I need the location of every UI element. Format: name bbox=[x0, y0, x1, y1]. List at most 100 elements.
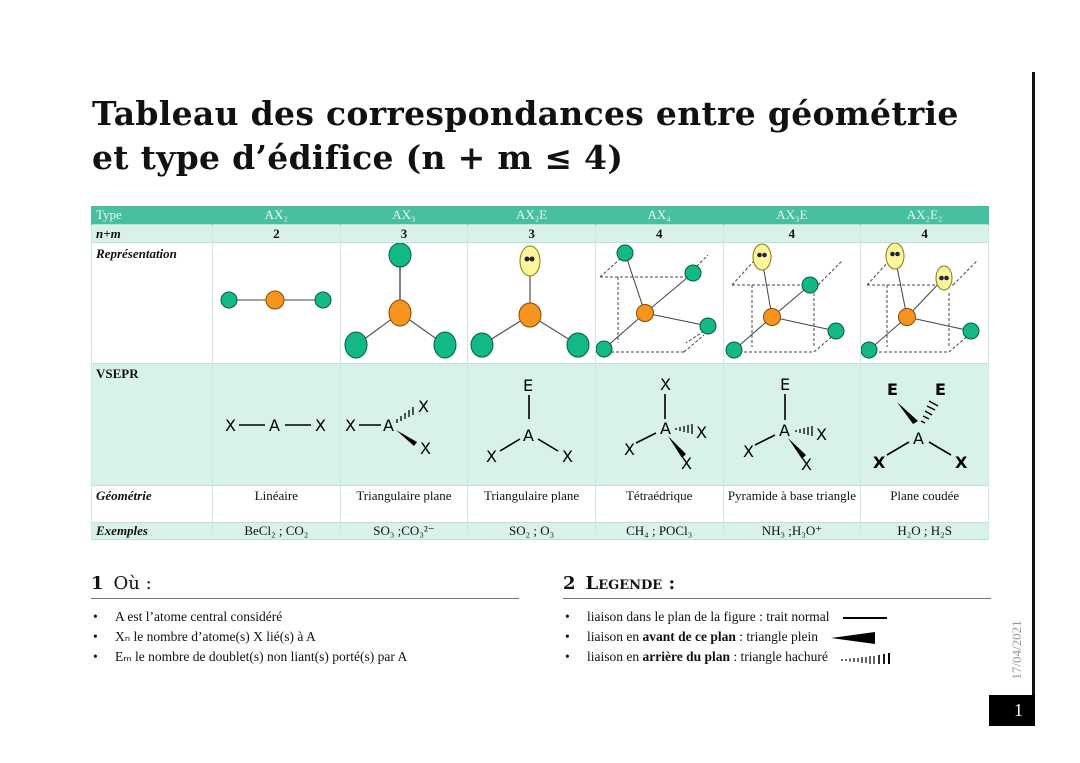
model-ax3e bbox=[722, 242, 862, 364]
geometry-cell: Pyramide à base triangle bbox=[722, 485, 862, 523]
examples-cell: SO₂ ; O₃ bbox=[467, 522, 596, 540]
list-item: A est l’atome central considéré bbox=[91, 607, 519, 627]
nm-cell: 4 bbox=[722, 224, 862, 243]
row-label-geometry: Géométrie bbox=[91, 485, 213, 523]
list-item: Eₘ le nombre de doublet(s) non liant(s) … bbox=[91, 647, 519, 667]
svg-text:E: E bbox=[523, 376, 533, 395]
molecule-trigonal-icon bbox=[344, 243, 457, 359]
vsepr-bent-tetrahedral-icon: E E A X X bbox=[873, 380, 968, 472]
table-row-vsepr: VSEPR X A X X A X X E A bbox=[91, 363, 989, 486]
type-cell: AX₄ bbox=[594, 206, 724, 225]
page-number: 1 bbox=[989, 695, 1035, 726]
geometry-cell: Triangulaire plane bbox=[467, 485, 596, 523]
vsepr-ax2: X A X bbox=[212, 363, 341, 486]
nm-cell: 3 bbox=[339, 224, 469, 243]
nm-cell: 4 bbox=[594, 224, 724, 243]
date-stamp: 17/04/2021 bbox=[1009, 620, 1024, 680]
table-row-representation: Représentation bbox=[91, 242, 989, 364]
nm-cell: 2 bbox=[212, 224, 341, 243]
geometry-cell: Triangulaire plane bbox=[339, 485, 469, 523]
vsepr-ax2e2: E E A X X bbox=[860, 363, 989, 486]
nm-cell: 3 bbox=[467, 224, 596, 243]
svg-text:X: X bbox=[681, 454, 692, 473]
model-ax2 bbox=[212, 242, 341, 364]
model-ax3 bbox=[339, 242, 469, 364]
vsepr-tetrahedral-icon: X A X X X bbox=[624, 375, 707, 473]
hashed-bond-icon bbox=[841, 652, 891, 664]
svg-text:X: X bbox=[345, 416, 356, 435]
title-line-1: Tableau des correspondances entre géomét… bbox=[92, 94, 959, 133]
svg-text:X: X bbox=[418, 397, 429, 416]
vsepr-ax3: X A X X bbox=[339, 363, 469, 486]
molecule-bent-trigonal-icon bbox=[470, 245, 590, 358]
type-cell: AX₃ bbox=[339, 206, 469, 225]
row-label-nm: n+m bbox=[91, 224, 213, 243]
table-row-nm: n+m 2 3 3 4 4 4 bbox=[91, 224, 989, 243]
svg-text:X: X bbox=[420, 439, 431, 458]
row-label-type: Type bbox=[91, 206, 213, 225]
section-where: 1Où : A est l’atome central considéré Xₙ… bbox=[91, 572, 519, 667]
svg-text:X: X bbox=[955, 453, 968, 472]
vsepr-trigonal-icon: X A X X bbox=[345, 397, 431, 458]
definitions-list: A est l’atome central considéré Xₙ le no… bbox=[91, 607, 519, 667]
model-ax2e bbox=[467, 242, 596, 364]
examples-cell: CH₄ ; POCl₃ bbox=[594, 522, 724, 540]
svg-text:E: E bbox=[780, 375, 790, 394]
examples-cell: NH₃ ;H₃O⁺ bbox=[722, 522, 862, 540]
table-row-type: Type AX₂ AX₃ AX₂E AX₄ AX₃E AX₂E₂ bbox=[91, 206, 989, 225]
row-label-representation: Représentation bbox=[91, 242, 213, 364]
svg-text:X: X bbox=[660, 375, 671, 394]
type-cell: AX₂E₂ bbox=[860, 206, 989, 225]
examples-cell: H₂O ; H₂S bbox=[860, 522, 989, 540]
svg-text:E: E bbox=[935, 380, 946, 399]
svg-text:X: X bbox=[696, 423, 707, 442]
vsepr-pyramidal-icon: E A X X X bbox=[743, 375, 827, 474]
wedge-bond-icon bbox=[831, 631, 876, 644]
type-cell: AX₂E bbox=[467, 206, 596, 225]
type-cell: AX₃E bbox=[722, 206, 862, 225]
title-line-2: et type d’édifice (n + m ≤ 4) bbox=[92, 138, 624, 177]
margin-rule bbox=[1032, 72, 1035, 698]
examples-cell: BeCl₂ ; CO₂ bbox=[212, 522, 341, 540]
geometry-cell: Linéaire bbox=[212, 485, 341, 523]
legend-list: liaison dans le plan de la figure : trai… bbox=[563, 607, 991, 667]
model-ax2e2 bbox=[860, 242, 989, 364]
svg-text:X: X bbox=[225, 416, 236, 435]
model-ax4 bbox=[594, 242, 724, 364]
svg-text:X: X bbox=[816, 425, 827, 444]
svg-text:X: X bbox=[624, 440, 635, 459]
examples-cell: SO₃ ;CO₃²⁻ bbox=[339, 522, 469, 540]
solid-bond-icon bbox=[842, 616, 887, 619]
svg-text:A: A bbox=[523, 426, 534, 445]
geometry-cell: Tétraédrique bbox=[594, 485, 724, 523]
page-title: Tableau des correspondances entre géomét… bbox=[92, 92, 959, 180]
svg-text:A: A bbox=[383, 416, 394, 435]
svg-text:X: X bbox=[562, 447, 573, 466]
list-item: Xₙ le nombre d’atome(s) X lié(s) à A bbox=[91, 627, 519, 647]
row-label-vsepr: VSEPR bbox=[91, 363, 213, 486]
svg-text:A: A bbox=[660, 419, 671, 438]
svg-text:A: A bbox=[269, 416, 280, 435]
vsepr-ax3e: E A X X X bbox=[722, 363, 862, 486]
list-item: liaison en arrière du plan : triangle ha… bbox=[563, 647, 991, 667]
molecule-bent-tetrahedral-icon bbox=[861, 243, 980, 359]
molecule-linear-icon bbox=[220, 290, 332, 310]
molecule-tetrahedral-icon bbox=[595, 244, 717, 358]
type-cell: AX₂ bbox=[212, 206, 341, 225]
nm-cell: 4 bbox=[860, 224, 989, 243]
svg-text:A: A bbox=[913, 429, 924, 448]
list-item: liaison dans le plan de la figure : trai… bbox=[563, 607, 991, 627]
list-item: liaison en avant de ce plan : triangle p… bbox=[563, 627, 991, 647]
svg-text:E: E bbox=[887, 380, 898, 399]
svg-text:X: X bbox=[873, 453, 886, 472]
vsepr-linear-icon: X A X bbox=[225, 416, 326, 435]
vsepr-ax4: X A X X X bbox=[594, 363, 724, 486]
svg-text:A: A bbox=[779, 421, 790, 440]
table-row-examples: Exemples BeCl₂ ; CO₂ SO₃ ;CO₃²⁻ SO₂ ; O₃… bbox=[91, 522, 989, 540]
row-label-examples: Exemples bbox=[91, 522, 213, 540]
